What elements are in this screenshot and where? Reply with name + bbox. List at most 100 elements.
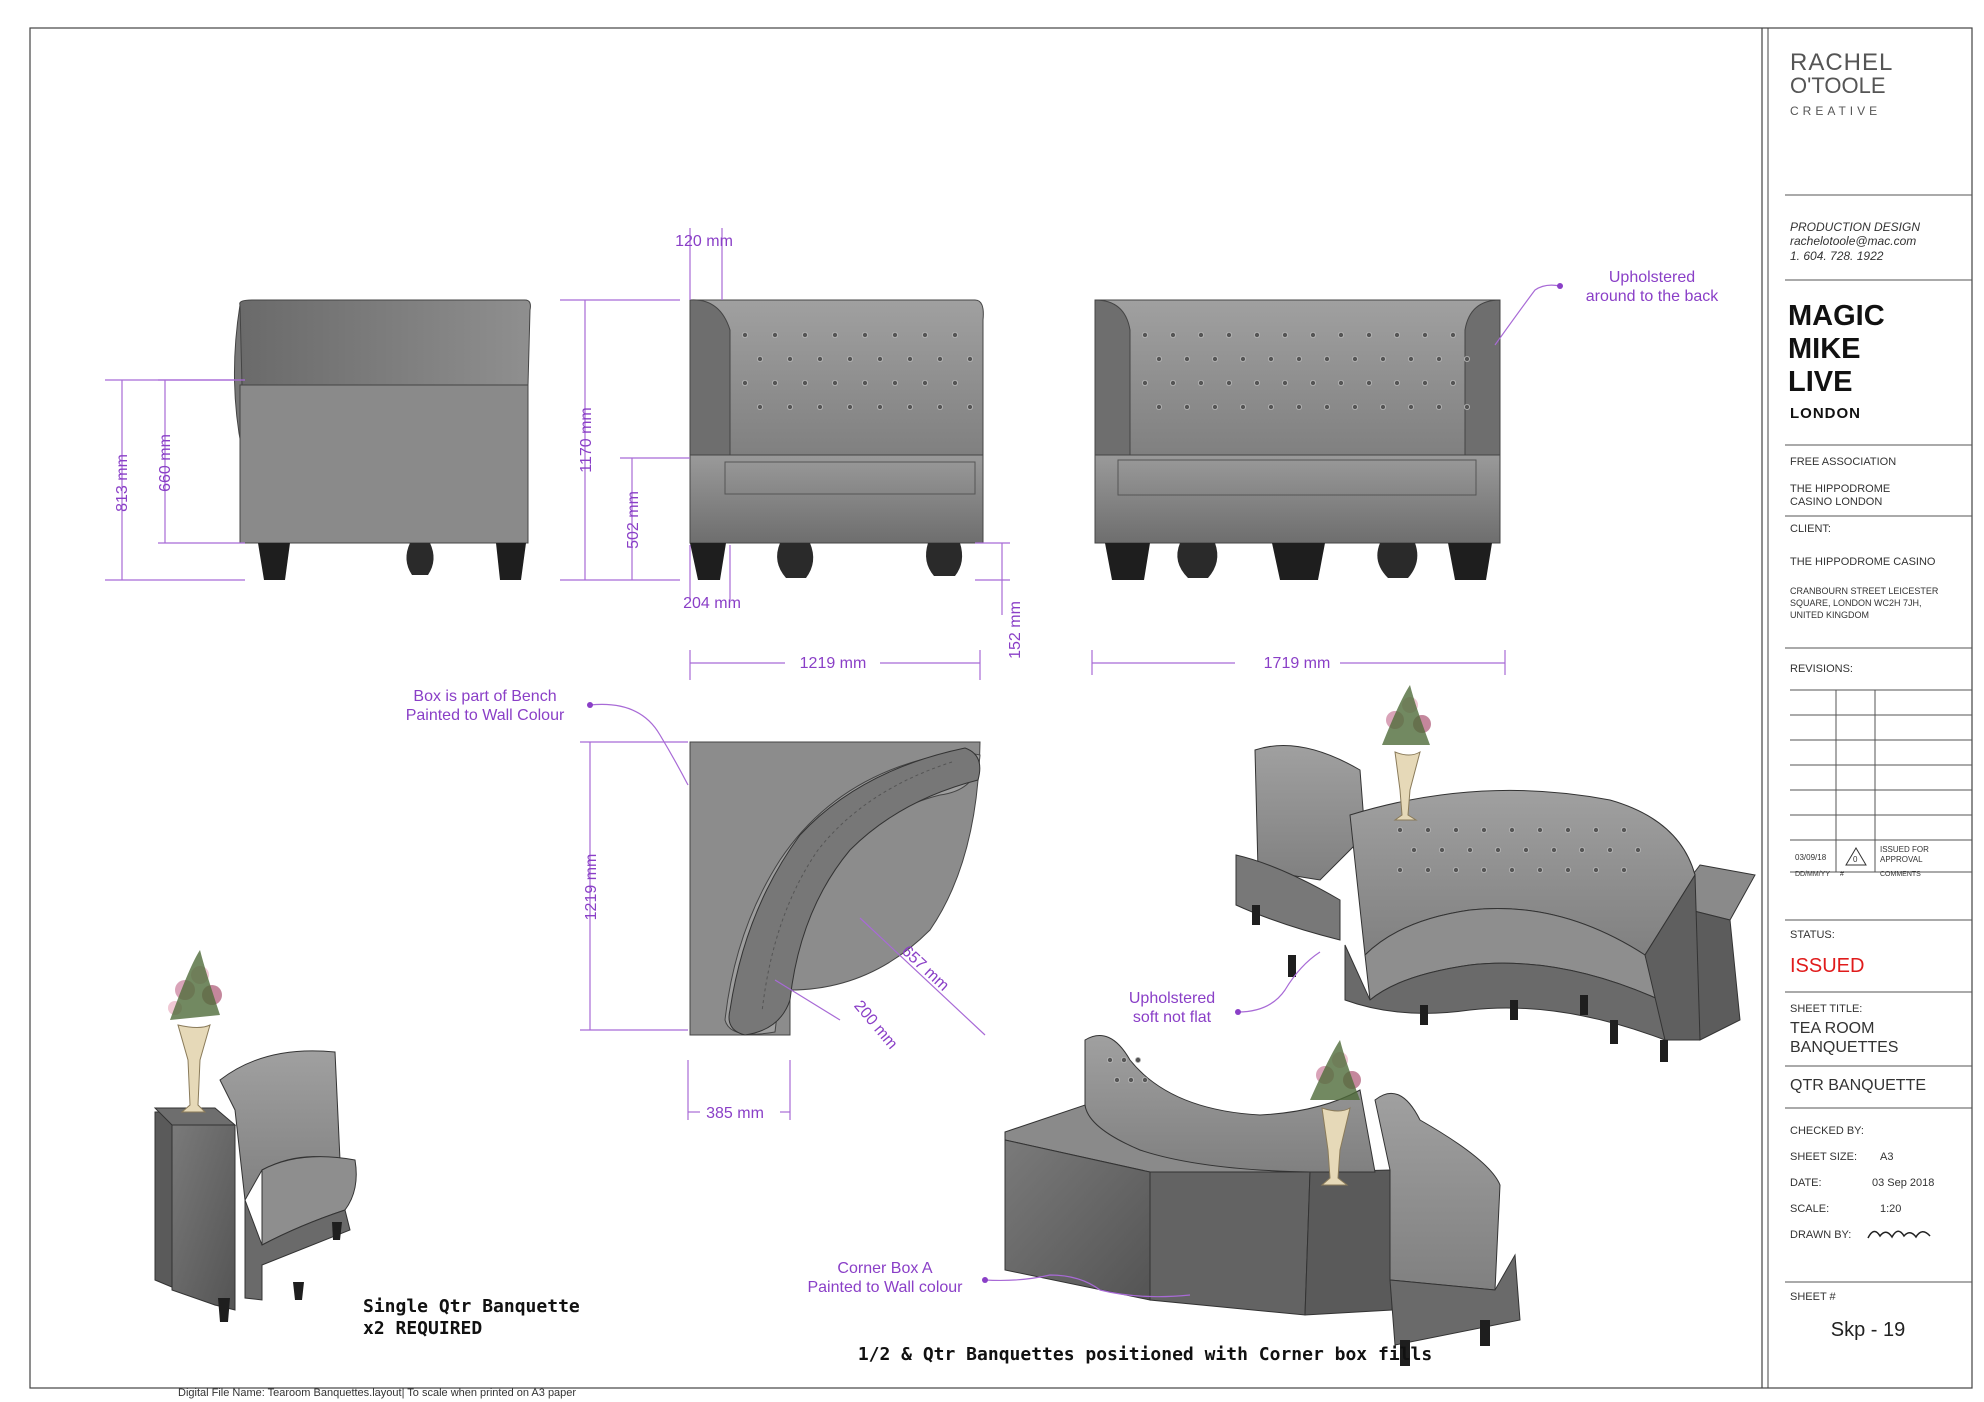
designer-phone: 1. 604. 728. 1922 — [1790, 249, 1884, 263]
designer-email: rachelotoole@mac.com — [1790, 234, 1916, 248]
tuft-button — [1324, 355, 1331, 362]
note-box-bench-1: Box is part of Bench — [413, 688, 556, 705]
note-upholstered-back-2: around to the back — [1586, 288, 1720, 305]
tuft-button — [1464, 355, 1471, 362]
front-half-wing-right — [1464, 299, 1501, 456]
front-half-leg-4 — [1377, 543, 1418, 578]
address-line2: SQUARE, LONDON WC2H 7JH, — [1790, 598, 1922, 608]
side-view — [233, 299, 531, 580]
show-city: LONDON — [1790, 405, 1861, 422]
sheet-title-label: SHEET TITLE: — [1790, 1003, 1862, 1015]
tuft-button — [952, 331, 959, 338]
dim-502: 502 mm — [625, 491, 642, 549]
tuft-button — [1464, 403, 1471, 410]
tuft-button — [877, 355, 884, 362]
tuft-button — [1621, 867, 1628, 874]
tuft-button — [952, 379, 959, 386]
status-label: STATUS: — [1790, 929, 1835, 941]
tuft-button — [1436, 403, 1443, 410]
single-leg-1 — [218, 1298, 230, 1322]
tuft-button — [892, 331, 899, 338]
sect1-legs — [1252, 905, 1668, 1062]
sect2-vase — [1310, 1040, 1361, 1186]
sect2-qtr-back — [1374, 1092, 1501, 1291]
caption-assembly: 1/2 & Qtr Banquettes positioned with Cor… — [858, 1344, 1432, 1365]
tuft-button — [1408, 355, 1415, 362]
drawn-label: DRAWN BY: — [1790, 1229, 1851, 1241]
sheet-title-line2: BANQUETTES — [1790, 1039, 1898, 1056]
tuft-button — [1282, 331, 1289, 338]
tuft-button — [1509, 867, 1516, 874]
tuft-button — [1156, 355, 1163, 362]
sheet-num-value: Skp - 19 — [1831, 1319, 1905, 1341]
tuft-button — [1352, 403, 1359, 410]
tuft-button — [1593, 827, 1600, 834]
revisions-label: REVISIONS: — [1790, 663, 1853, 675]
revision-footer-date: DD/MM/YY — [1795, 871, 1830, 878]
tuft-button — [907, 355, 914, 362]
note-box-bench-2: Painted to Wall Colour — [406, 707, 565, 724]
tuft-button — [1170, 331, 1177, 338]
tuft-button — [1184, 355, 1191, 362]
tuft-button — [1425, 827, 1432, 834]
front-half-seat-trim — [1117, 459, 1477, 496]
tuft-button — [862, 379, 869, 386]
single-vase — [168, 950, 222, 1113]
side-view-dimensions: 813 mm 660 mm — [105, 379, 245, 581]
tuft-button — [1411, 847, 1418, 854]
caption-single-2: x2 REQUIRED — [363, 1318, 482, 1339]
front-half-leg-3 — [1272, 543, 1325, 580]
front-qtr-buttons — [742, 331, 974, 410]
tuft-button — [787, 403, 794, 410]
client-label: CLIENT: — [1790, 523, 1831, 535]
side-view-leg-rear — [496, 543, 526, 580]
sheet-num-label: SHEET # — [1790, 1291, 1837, 1303]
tuft-button — [1394, 379, 1401, 386]
tuft-button — [802, 331, 809, 338]
note-corner-2: Painted to Wall colour — [807, 1279, 963, 1296]
tuft-button — [1107, 1057, 1114, 1064]
tuft-button — [1450, 331, 1457, 338]
venue-line1: THE HIPPODROME — [1790, 483, 1890, 495]
dim-1219-width: 1219 mm — [800, 655, 867, 672]
drawn-by-signature — [1867, 1230, 1931, 1239]
tuft-button — [1481, 867, 1488, 874]
tuft-button — [1408, 403, 1415, 410]
tuft-button — [907, 403, 914, 410]
tuft-button — [1453, 827, 1460, 834]
sect1-vase — [1382, 685, 1431, 821]
client-name: THE HIPPODROME CASINO — [1790, 556, 1936, 568]
tuft-button — [1352, 355, 1359, 362]
single-leg-2 — [293, 1282, 304, 1300]
tuft-button — [1128, 1077, 1135, 1084]
front-half-seat — [1094, 454, 1501, 544]
front-qtr-leg-left — [690, 543, 726, 580]
tuft-button — [1142, 1077, 1149, 1084]
tuft-button — [1135, 1057, 1142, 1064]
plan-stitch — [761, 761, 953, 1013]
tuft-button — [1366, 379, 1373, 386]
sect1-qtr-back — [1254, 745, 1366, 881]
tuft-button — [772, 331, 779, 338]
tuft-button — [1436, 355, 1443, 362]
dim-152: 152 mm — [1007, 601, 1024, 659]
tuft-button — [877, 403, 884, 410]
tuft-button — [1268, 355, 1275, 362]
dim-1719: 1719 mm — [1264, 655, 1331, 672]
tuft-button — [1450, 379, 1457, 386]
side-view-leg-front — [258, 543, 290, 580]
sect2-buttons — [1107, 1057, 1149, 1084]
dim-385: 385 mm — [706, 1105, 764, 1122]
tuft-button — [862, 331, 869, 338]
tuft-button — [1156, 403, 1163, 410]
tuft-button — [757, 403, 764, 410]
tuft-button — [1212, 355, 1219, 362]
sect2-box-mid — [1149, 1171, 1311, 1316]
front-half-buttons — [1142, 331, 1471, 410]
revision-note-line2: APPROVAL — [1880, 855, 1923, 864]
tuft-button — [1397, 867, 1404, 874]
date-value: 03 Sep 2018 — [1872, 1177, 1934, 1189]
single-leg-3 — [332, 1222, 342, 1240]
sectional-perspective-bottom: Corner Box A Painted to Wall colour — [807, 1035, 1521, 1366]
logo-sub: CREATIVE — [1790, 104, 1881, 118]
